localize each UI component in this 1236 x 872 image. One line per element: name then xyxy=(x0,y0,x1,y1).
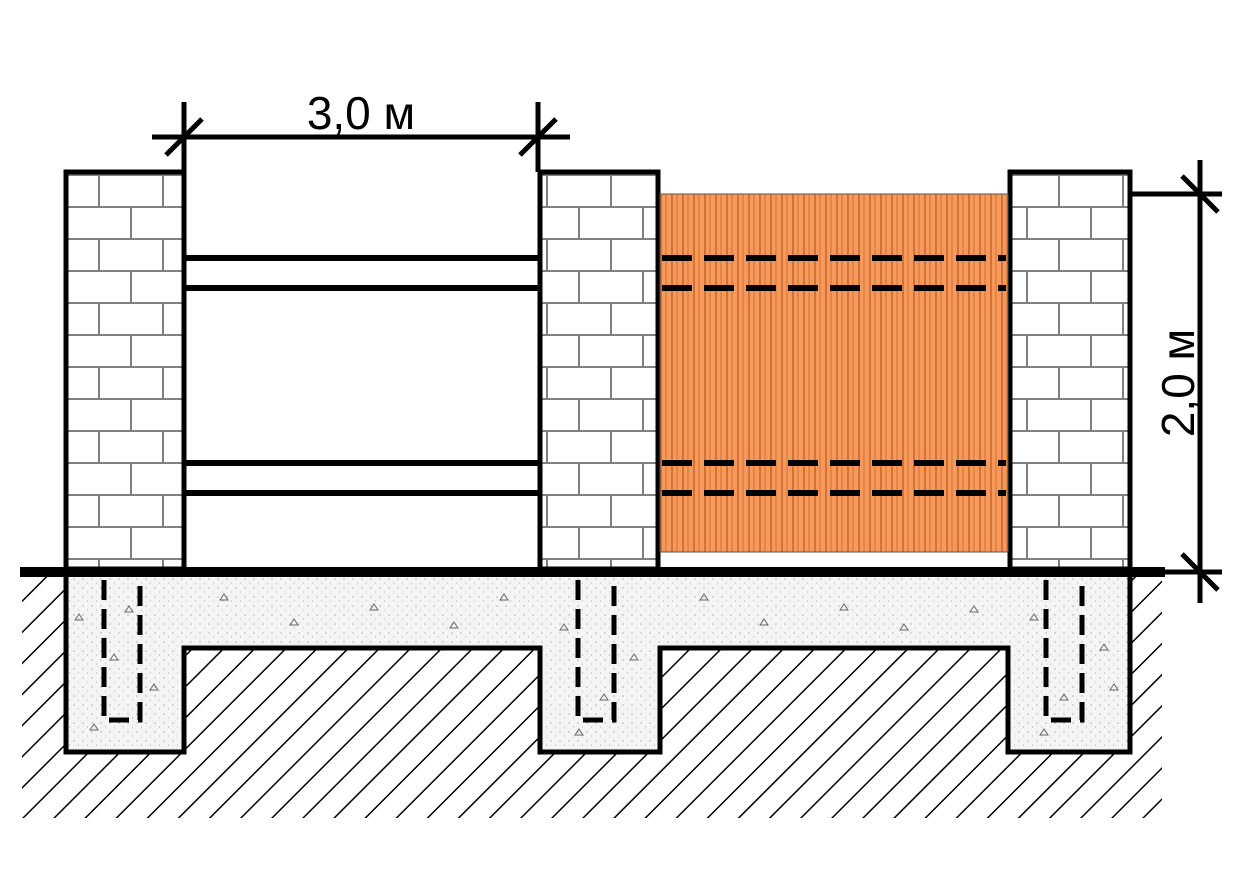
hidden-rails xyxy=(662,255,1006,496)
width-label: 3,0 м xyxy=(307,87,415,139)
brick-pillar-left xyxy=(63,169,187,572)
dimension-height: 2,0 м xyxy=(1130,160,1222,603)
brick-pillar-right xyxy=(1007,169,1133,572)
footing-rebar xyxy=(101,580,1085,723)
strip-foundation xyxy=(63,571,1133,755)
profiled-sheet xyxy=(659,193,1009,553)
height-label: 2,0 м xyxy=(1152,329,1204,437)
dimension-width: 3,0 м xyxy=(152,87,570,172)
brick-pillar-middle xyxy=(537,169,661,572)
concrete-aggregate xyxy=(74,593,1119,736)
fence-rails-left-span xyxy=(184,255,538,496)
